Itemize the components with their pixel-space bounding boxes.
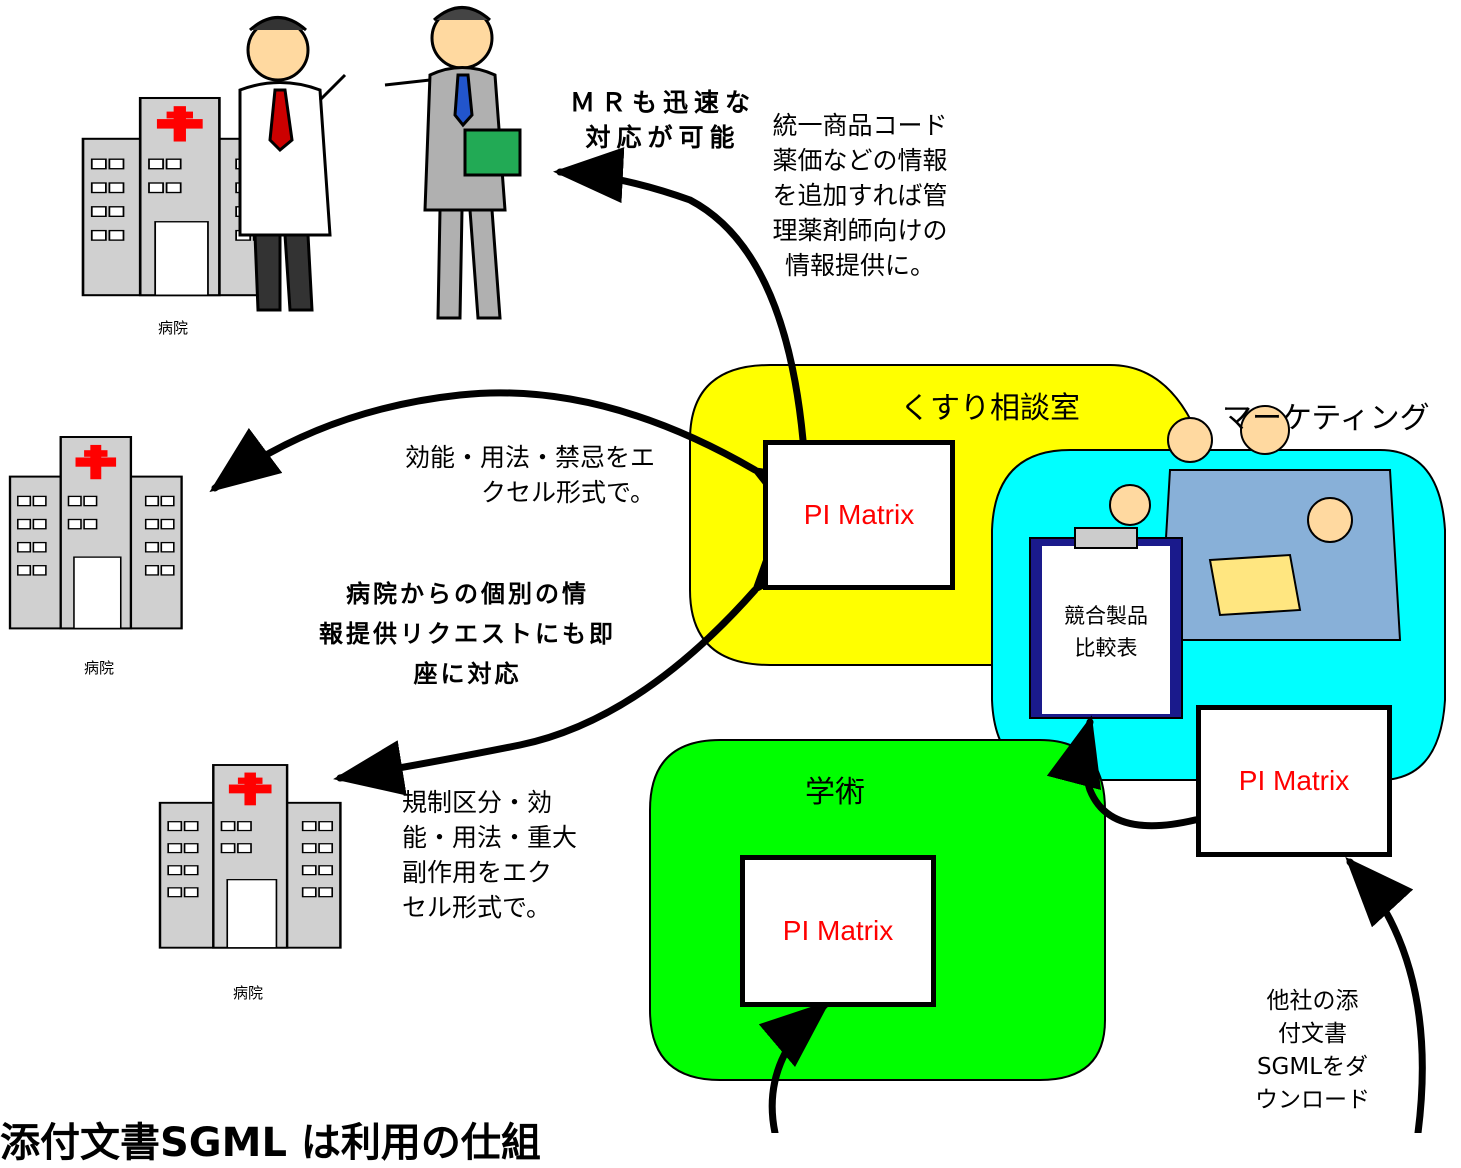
clipboard-icon	[1029, 527, 1183, 719]
note-line: クセル形式で。	[480, 478, 655, 507]
pi-matrix-label: PI Matrix	[1238, 765, 1350, 796]
arrow-kusuri-hospital	[209, 389, 824, 526]
note-efficacy: 効能・用法・禁忌をエ クセル形式で。	[365, 440, 655, 510]
hospital-icon-mid	[8, 435, 183, 630]
hospital-label-mid: 病院	[84, 659, 115, 677]
businessman-icon	[384, 6, 522, 320]
note-download: 他社の添 付文書 SGMLをダ ウンロード	[1245, 985, 1380, 1117]
region-label-marketing: マーケティング	[1222, 401, 1430, 436]
note-line: 対応が可能	[585, 123, 741, 152]
pi-matrix-box-gakujutsu: PI Matrix	[740, 855, 936, 1007]
note-line: 他社の添	[1266, 988, 1359, 1014]
region-label-kusuri: くすり相談室	[900, 391, 1080, 426]
note-request: 病院からの個別の情 報提供リクエストにも即 座に対応	[295, 574, 640, 694]
note-regulation: 規制区分・効 能・用法・重大 副作用をエク セル形式で。	[402, 785, 612, 925]
arrow-gakujutsu	[758, 1000, 831, 1133]
note-line: 座に対応	[413, 660, 522, 688]
note-code: 統一商品コード 薬価などの情報 を追加すれば管 理薬剤師向けの 情報提供に。	[750, 108, 970, 283]
hospital-label-top: 病院	[158, 319, 189, 337]
clipboard-line: 比較表	[1074, 636, 1138, 660]
region-label-gakujutsu: 学術	[805, 775, 865, 810]
note-line: 能・用法・重大	[402, 823, 578, 852]
clipboard-text: 競合製品 比較表	[1042, 600, 1170, 664]
note-line: 統一商品コード	[772, 111, 948, 140]
clipboard-line: 競合製品	[1064, 604, 1148, 628]
note-line: ＭＲも迅速な	[569, 88, 756, 117]
arrow-mr	[553, 147, 807, 444]
note-line: セル形式で。	[402, 893, 552, 922]
pi-matrix-box-kusuri: PI Matrix	[763, 440, 955, 590]
pi-matrix-box-marketing: PI Matrix	[1196, 705, 1392, 857]
note-line: 薬価などの情報	[772, 146, 948, 175]
hospital-label-bottom: 病院	[233, 984, 264, 1002]
note-line: 効能・用法・禁忌をエ	[404, 443, 655, 472]
arrow-download	[1345, 856, 1426, 1133]
arrow-marketing-clipboard	[1046, 715, 1263, 833]
note-line: 情報提供に。	[784, 251, 935, 280]
page-title: 添付文書SGML は利用の仕組	[0, 1120, 541, 1166]
note-line: 報提供リクエストにも即	[319, 620, 616, 648]
pi-matrix-label: PI Matrix	[782, 915, 894, 946]
note-line: を追加すれば管	[772, 181, 948, 210]
diagram-canvas	[8, 6, 1446, 1133]
note-line: 理薬剤師向けの	[772, 216, 948, 245]
pi-matrix-label: PI Matrix	[803, 499, 915, 530]
note-line: ウンロード	[1255, 1087, 1370, 1113]
marketing-people-icon	[1109, 405, 1402, 641]
note-line: 病院からの個別の情	[346, 580, 589, 608]
note-line: SGMLをダ	[1256, 1054, 1369, 1080]
note-line: 副作用をエク	[402, 858, 553, 887]
note-mr: ＭＲも迅速な 対応が可能	[548, 85, 778, 155]
hospital-icon-bottom	[158, 763, 342, 949]
doctor-icon	[238, 16, 347, 312]
arrow-request	[333, 524, 818, 796]
note-line: 付文書	[1278, 1021, 1347, 1047]
note-line: 規制区分・効	[402, 788, 553, 817]
